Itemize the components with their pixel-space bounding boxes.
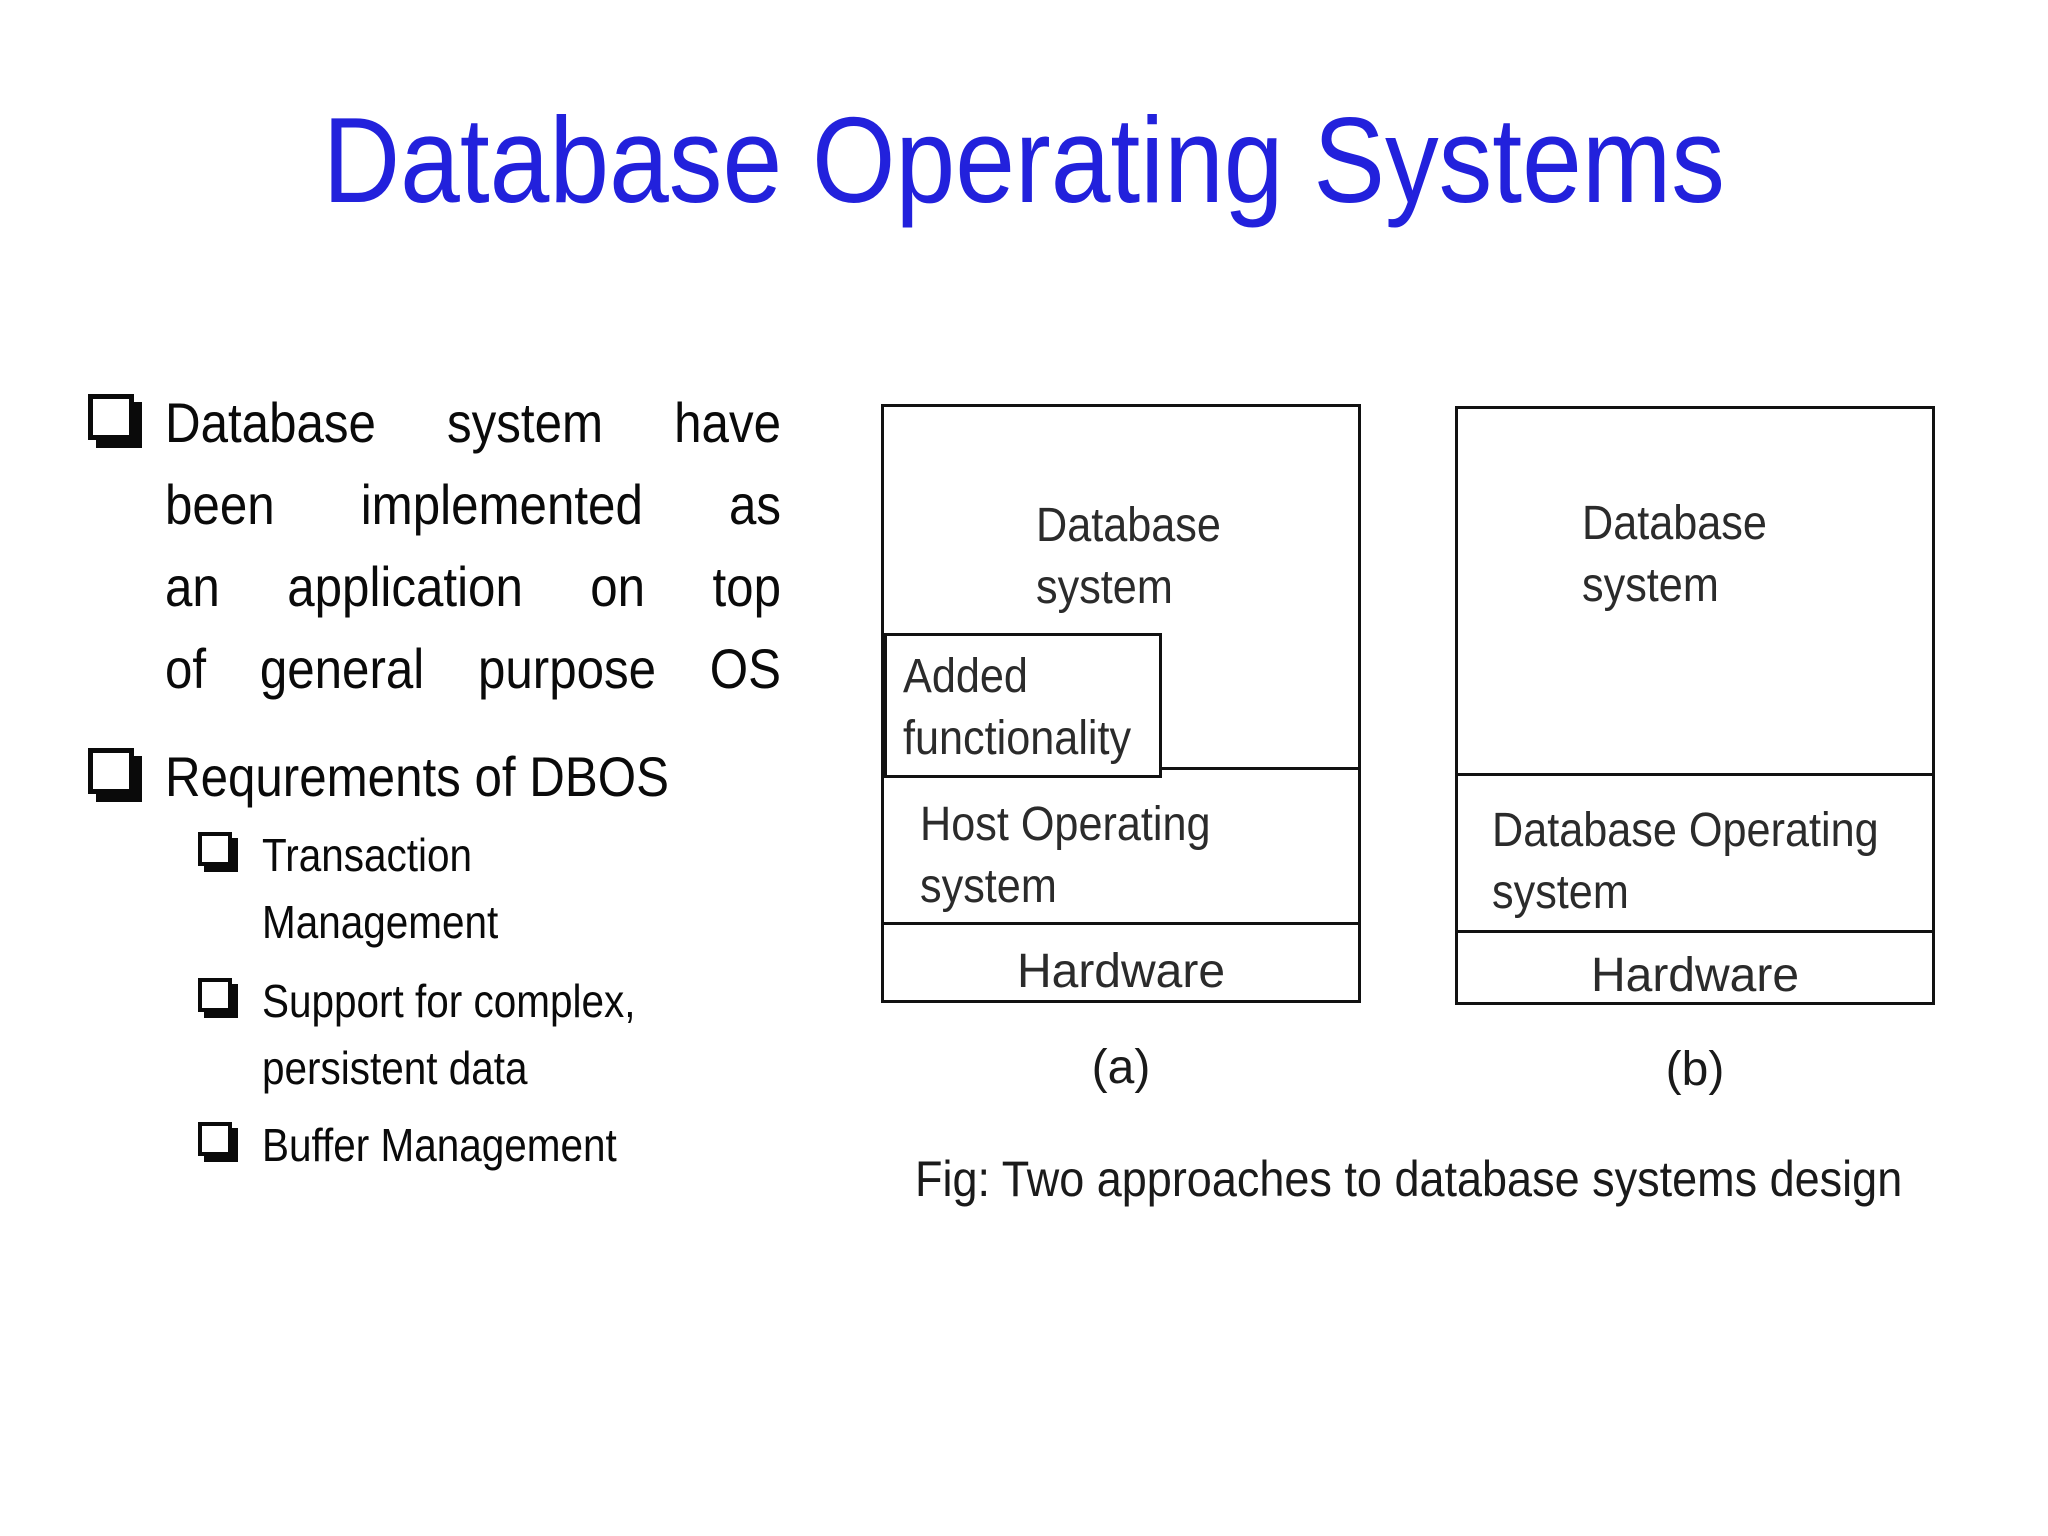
box-label: Database system: [1582, 497, 1767, 612]
shadowed-square-bullet-icon: [198, 832, 232, 866]
bullet-line: been implemented as: [165, 473, 781, 536]
bullet-line: persistent data: [262, 1042, 528, 1094]
shadowed-square-bullet-icon: [88, 748, 134, 794]
bullet-line: an application on top: [165, 555, 781, 618]
shadowed-square-bullet-icon: [88, 394, 134, 440]
bullet-line: Buffer Management: [262, 1119, 617, 1171]
box-label: Host Operating system: [920, 798, 1211, 913]
sub-bullet-item-2-text: Support for complex, persistent data: [262, 968, 686, 1102]
box-database-system-a: Database system Added functionality: [881, 404, 1361, 778]
bullet-item-2-text: Requrements of DBOS: [165, 736, 738, 818]
sub-bullet-item-3-text: Buffer Management: [262, 1112, 665, 1179]
bullet-line: Transaction: [262, 829, 472, 881]
diagram-b: Database system Database Operating syste…: [1455, 406, 1935, 1096]
slide-title: Database Operating Systems: [322, 92, 1726, 228]
sub-bullet-item-1-text: Transaction Management: [262, 822, 531, 956]
bullet-line: Support for complex,: [262, 975, 636, 1027]
box-added-functionality: Added functionality: [884, 633, 1162, 778]
diagram-a: Database system Added functionality Host…: [881, 404, 1361, 1094]
box-database-operating-system: Database Operating system: [1455, 773, 1935, 933]
slide-title-wrap: Database Operating Systems: [0, 84, 2048, 237]
box-label: Hardware: [1016, 945, 1226, 998]
bullet-line: Requrements of DBOS: [165, 745, 669, 808]
figure-caption: Fig: Two approaches to database systems …: [915, 1151, 1903, 1207]
bullet-line: of general purpose OS: [165, 637, 781, 700]
box-label: Database system: [1036, 499, 1221, 614]
diagram-a-label: (a): [1091, 1041, 1151, 1094]
box-label: Added functionality: [903, 650, 1132, 765]
box-label: Database Operating system: [1492, 804, 1879, 919]
box-database-system-b: Database system: [1455, 406, 1935, 776]
diagram-b-label: (b): [1665, 1043, 1725, 1096]
shadowed-square-bullet-icon: [198, 1122, 232, 1156]
shadowed-square-bullet-icon: [198, 978, 232, 1012]
box-hardware-b: Hardware: [1455, 930, 1935, 1005]
bullet-line: Database system have: [165, 391, 781, 454]
bullet-line: Management: [262, 896, 499, 948]
box-label: Hardware: [1590, 949, 1800, 1002]
box-host-operating-system: Host Operating system: [881, 767, 1361, 925]
box-hardware-a: Hardware: [881, 922, 1361, 1003]
bullet-item-1-text: Database system have been implemented as…: [165, 382, 865, 710]
